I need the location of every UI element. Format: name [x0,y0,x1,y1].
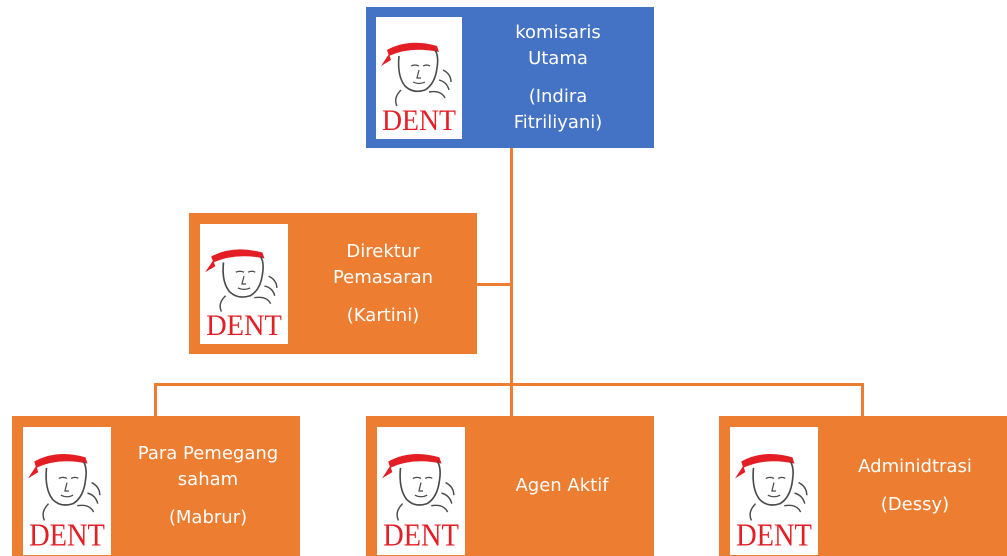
logo-face-features [235,270,256,290]
node-agen-aktif: DENT Agen Aktif [366,416,654,556]
headband-figure-logo-icon: DENT [730,427,818,555]
name-line: (Mabrur) [168,507,248,528]
logo-body-strokes [219,275,278,312]
name-line-2: Fitriliyani) [513,111,603,133]
node-pemegang-label: Para Pemegang saham (Mabrur) [116,416,300,556]
logo-face [45,461,87,506]
headband-figure-logo-icon: DENT [376,17,462,139]
connector-pemegang [154,383,157,416]
node-direktur-pemasaran: DENT Direktur Pemasaran (Kartini) [189,213,477,354]
logo-headband-tail [735,465,746,479]
logo-headband [387,42,439,56]
logo-body-strokes [394,69,452,107]
node-agen-label: Agen Aktif [470,416,654,556]
title-line-1: Agen Aktif [515,475,609,496]
connector-admin [861,383,864,416]
logo-headband [741,453,795,468]
logo-headband-tail [205,260,216,273]
node-administrasi: DENT Adminidtrasi (Dessy) [719,416,1007,556]
logo-wordmark: DENT [383,517,459,552]
title-line-1: komisaris [515,21,601,43]
title-line-1: Para Pemegang [137,443,279,464]
title-line-2: Utama [528,47,588,69]
title-line-2: Pemasaran [332,266,434,288]
logo-body-strokes [42,481,101,521]
name-line: (Dessy) [880,494,950,515]
logo-wordmark: DENT [382,104,456,136]
headband-figure-logo-icon: DENT [377,427,465,555]
connector-horizontal [154,383,864,386]
logo-face-features [412,476,433,498]
node-direktur-label: Direktur Pemasaran (Kartini) [293,213,473,354]
logo-headband [211,249,265,263]
logo-face [752,461,794,506]
name-line: (Kartini) [346,304,420,326]
connector-direktur [477,283,513,286]
logo-face-features [410,64,431,85]
logo-headband [34,453,88,468]
logo-face-features [765,476,786,498]
logo-face [399,461,441,506]
logo-wordmark: DENT [736,517,812,552]
logo-body-strokes [396,481,455,521]
logo-face [397,49,439,93]
node-para-pemegang-saham: DENT Para Pemegang saham (Mabrur) [12,416,300,556]
logo-wordmark: DENT [206,309,282,341]
node-admin-label: Adminidtrasi (Dessy) [823,416,1007,556]
title-line-1: Direktur [346,240,420,262]
logo-wordmark: DENT [29,517,105,552]
connector-trunk [510,148,513,416]
logo-headband-tail [382,465,393,479]
node-komisaris-label: komisaris Utama (Indira Fitriliyani) [466,7,650,148]
logo-headband-tail [381,54,391,66]
title-line-2: saham [177,469,239,490]
headband-figure-logo-icon: DENT [23,427,111,555]
title-line-1: Adminidtrasi [858,456,972,477]
logo-body-strokes [749,481,808,521]
node-komisaris-utama: DENT komisaris Utama (Indira Fitriliyani… [366,7,654,148]
name-line-1: (Indira [528,85,588,107]
logo-headband-tail [28,465,39,479]
logo-face [222,256,264,298]
logo-headband [388,453,442,468]
headband-figure-logo-icon: DENT [200,224,288,344]
logo-face-features [58,476,79,498]
